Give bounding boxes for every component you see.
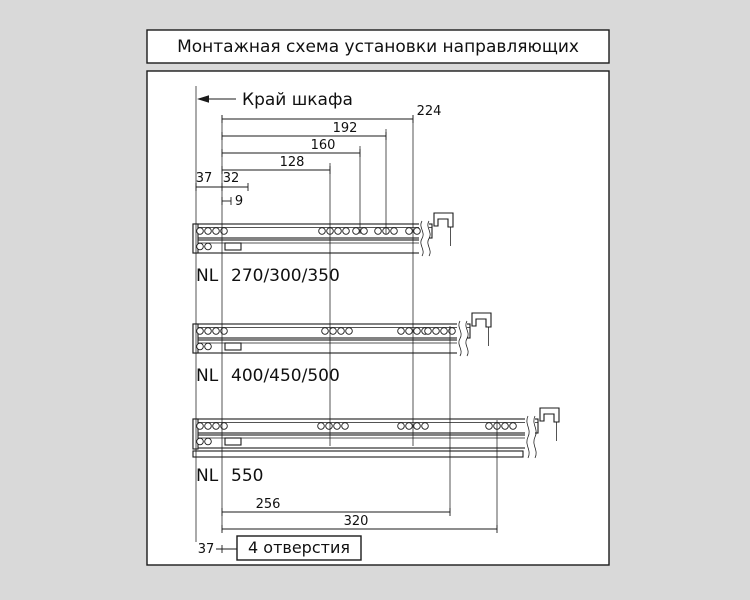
- rail-latch: [224, 437, 242, 446]
- dim-37-top-label: 37: [196, 171, 213, 186]
- holes-note-box: [236, 535, 362, 561]
- rail-2-label: NL 400/450/500: [196, 366, 340, 386]
- dim-37-bottom: 37: [195, 542, 237, 557]
- dim-320-label: 320: [344, 514, 369, 529]
- rail-latch: [224, 242, 242, 251]
- break-band: [525, 417, 535, 463]
- rail-2-prefix: NL: [196, 366, 219, 386]
- dim-label-backing: [195, 542, 216, 555]
- rail-front-cap: [192, 418, 199, 450]
- dim-9: 9: [221, 194, 243, 209]
- dim-160: 160: [221, 138, 361, 157]
- title-box: [146, 29, 610, 64]
- dim-224-label: 224: [417, 104, 442, 119]
- rail-lower-profile: [192, 434, 535, 449]
- holes-note: 4 отверстия: [248, 538, 350, 557]
- dim-32-label: 32: [223, 171, 240, 186]
- page-title: Монтажная схема установки направляющих: [177, 37, 579, 57]
- cabinet-edge-label: Край шкафа: [242, 90, 353, 110]
- rail-front-cap: [192, 223, 199, 254]
- break-symbol: [458, 320, 462, 357]
- break-symbol: [420, 220, 424, 257]
- rail-1-prefix: NL: [196, 266, 219, 286]
- rail-nl-270-300-350: [192, 212, 454, 257]
- break-band: [419, 222, 429, 256]
- break-symbol: [533, 415, 537, 459]
- dim-192: 192: [221, 121, 387, 140]
- dim-128-label: 128: [280, 155, 305, 170]
- rail-2-sizes: 400/450/500: [231, 366, 340, 386]
- dim-224: 224: [221, 104, 442, 123]
- dim-128: 128: [221, 155, 331, 174]
- dim-256: 256: [221, 497, 451, 516]
- rail-inner-member: [192, 450, 524, 458]
- rear-hook: [539, 407, 560, 423]
- rail-1-sizes: 270/300/350: [231, 266, 340, 286]
- rail-3-sizes: 550: [231, 466, 263, 486]
- break-symbol: [526, 415, 530, 459]
- rail-latch: [224, 342, 242, 351]
- rail-front-cap: [192, 323, 199, 354]
- dim-32: 32: [222, 171, 249, 191]
- diagram-panel: [146, 70, 610, 566]
- dim-192-label: 192: [333, 121, 358, 136]
- cabinet-edge-arrowhead: [197, 95, 209, 103]
- rail-nl-550: [192, 407, 560, 463]
- break-band: [457, 322, 467, 356]
- rail-3-prefix: NL: [196, 466, 219, 486]
- dim-320: 320: [221, 514, 498, 533]
- break-symbol: [465, 320, 469, 357]
- dim-256-label: 256: [256, 497, 281, 512]
- rear-hook: [471, 312, 492, 328]
- dim-37-bottom-label: 37: [198, 542, 215, 557]
- break-symbol: [427, 220, 431, 257]
- dim-9-label: 9: [235, 194, 243, 209]
- dim-160-label: 160: [311, 138, 336, 153]
- rear-hook: [433, 212, 454, 228]
- rail-3-label: NL 550: [196, 466, 263, 486]
- rail-nl-400-450-500: [192, 312, 492, 357]
- rail-1-label: NL 270/300/350: [196, 266, 340, 286]
